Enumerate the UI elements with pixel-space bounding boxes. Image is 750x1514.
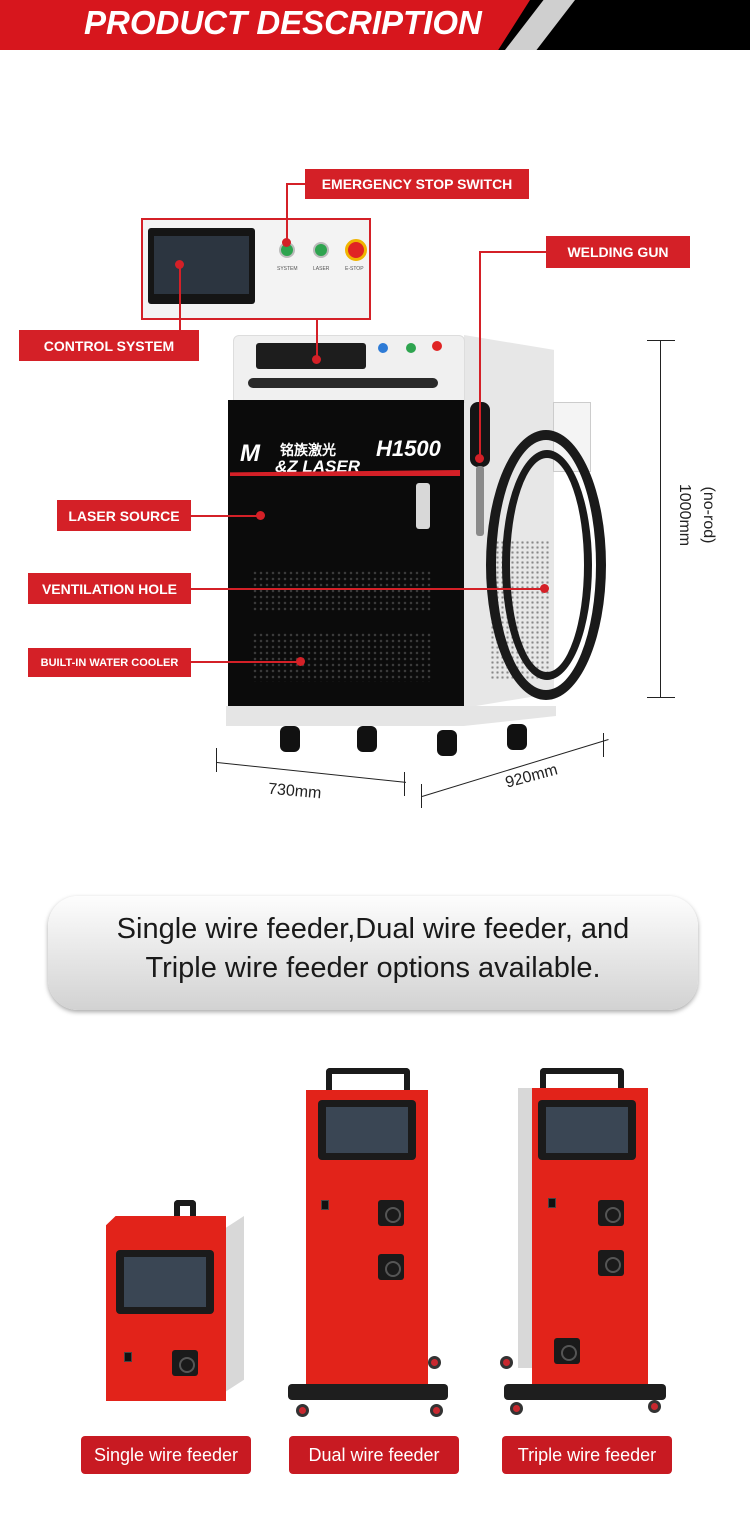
model-number: H1500 (376, 436, 441, 461)
label-dual-wire-feeder: Dual wire feeder (289, 1436, 459, 1474)
callout-line (191, 588, 546, 590)
front-vent-upper (252, 570, 432, 612)
caster-wheel (500, 1356, 513, 1369)
page-title: PRODUCT DESCRIPTION (84, 4, 482, 41)
machine-button-red-icon (432, 341, 442, 351)
depth-value: 920mm (503, 761, 560, 792)
dual-feeder-switch (321, 1200, 329, 1210)
welding-gun-nozzle (476, 466, 484, 536)
machine-button-blue-icon (378, 343, 388, 353)
door-lock (416, 483, 430, 529)
label-control-system: CONTROL SYSTEM (19, 330, 199, 361)
triple-feeder-socket-icon (598, 1250, 624, 1276)
triple-feeder-handle (540, 1068, 624, 1098)
dual-feeder-screen (318, 1100, 416, 1160)
laser-button-icon (313, 242, 329, 258)
dimension-tick (647, 697, 675, 698)
callout-dot (540, 584, 549, 593)
label-ventilation-hole: VENTILATION HOLE (28, 573, 191, 604)
caster-wheel (648, 1400, 661, 1413)
callout-line (191, 515, 261, 517)
triple-feeder-screen (538, 1100, 636, 1160)
machine-button-green-icon (406, 343, 416, 353)
feeder-options-banner: Single wire feeder,Dual wire feeder, and… (48, 896, 698, 1010)
callout-line (287, 183, 307, 185)
callout-dot (175, 260, 184, 269)
banner-line-2: Triple wire feeder options available. (145, 952, 601, 984)
emergency-stop-icon (345, 239, 367, 261)
callout-dot (475, 454, 484, 463)
callout-line (479, 251, 481, 459)
dual-feeder-socket-icon (378, 1200, 404, 1226)
triple-feeder-switch (548, 1198, 556, 1208)
dual-feeder-base (288, 1384, 448, 1400)
height-note: (no-rod) (700, 486, 717, 544)
label-laser-source: LASER SOURCE (57, 500, 191, 531)
caster-wheel (296, 1404, 309, 1417)
width-value: 730mm (267, 780, 323, 803)
label-single-wire-feeder: Single wire feeder (81, 1436, 251, 1474)
wheel (507, 724, 527, 750)
triple-feeder-socket-icon (598, 1200, 624, 1226)
callout-dot (282, 238, 291, 247)
callout-line (191, 661, 301, 663)
width-dimension-line (216, 762, 407, 783)
callout-dot (296, 657, 305, 666)
wheel (357, 726, 377, 752)
caster-wheel (430, 1404, 443, 1417)
callout-line (480, 251, 548, 253)
single-feeder-handle (174, 1200, 196, 1228)
page-header: PRODUCT DESCRIPTION (0, 0, 750, 50)
dimension-tick (603, 733, 604, 757)
height-dimension-text: 1000mm (no-rod) (660, 470, 720, 570)
brand-logo: M (240, 440, 260, 467)
panel-label-system: SYSTEM (277, 266, 298, 272)
dimension-tick (647, 340, 675, 341)
callout-line (179, 264, 181, 330)
dimension-tick (421, 784, 422, 808)
callout-line (286, 183, 288, 243)
brand-name-english: &Z LASER (275, 457, 360, 476)
triple-feeder-side (518, 1088, 536, 1368)
label-emergency-stop: EMERGENCY STOP SWITCH (305, 169, 529, 199)
label-triple-wire-feeder: Triple wire feeder (502, 1436, 672, 1474)
height-dimension-line (660, 340, 661, 698)
machine-screen (256, 343, 366, 369)
callout-line (316, 320, 318, 360)
header-red-band (0, 0, 530, 50)
gun-cable-inner (502, 450, 592, 680)
red-stripe (230, 470, 460, 476)
machine-base (226, 706, 556, 726)
triple-feeder-socket-icon (554, 1338, 580, 1364)
panel-label-laser: LASER (313, 266, 330, 272)
dimension-tick (404, 772, 405, 796)
single-feeder-screen (116, 1250, 214, 1314)
panel-label-estop: E-STOP (345, 266, 364, 272)
brand-name-chinese: 铭族激光 (280, 442, 336, 458)
wheel (280, 726, 300, 752)
label-water-cooler: BUILT-IN WATER COOLER (28, 648, 191, 677)
wheel (437, 730, 457, 756)
dual-feeder-handle (326, 1068, 410, 1098)
dual-feeder-socket-icon (378, 1254, 404, 1280)
single-feeder-socket-icon (172, 1350, 198, 1376)
banner-line-1: Single wire feeder,Dual wire feeder, and (116, 913, 630, 945)
dimension-tick (216, 748, 217, 772)
front-vent-lower (252, 632, 432, 682)
gun-cable (486, 430, 606, 700)
machine-handle (248, 378, 438, 388)
control-panel-closeup: SYSTEM LASER E-STOP (141, 218, 371, 320)
caster-wheel (510, 1402, 523, 1415)
caster-wheel (428, 1356, 441, 1369)
single-feeder-switch (124, 1352, 132, 1362)
triple-feeder-base (504, 1384, 666, 1400)
touch-screen (148, 228, 255, 304)
callout-dot (256, 511, 265, 520)
single-feeder-side (222, 1216, 244, 1394)
height-value: 1000mm (676, 483, 693, 547)
callout-dot (312, 355, 321, 364)
label-welding-gun: WELDING GUN (546, 236, 690, 268)
